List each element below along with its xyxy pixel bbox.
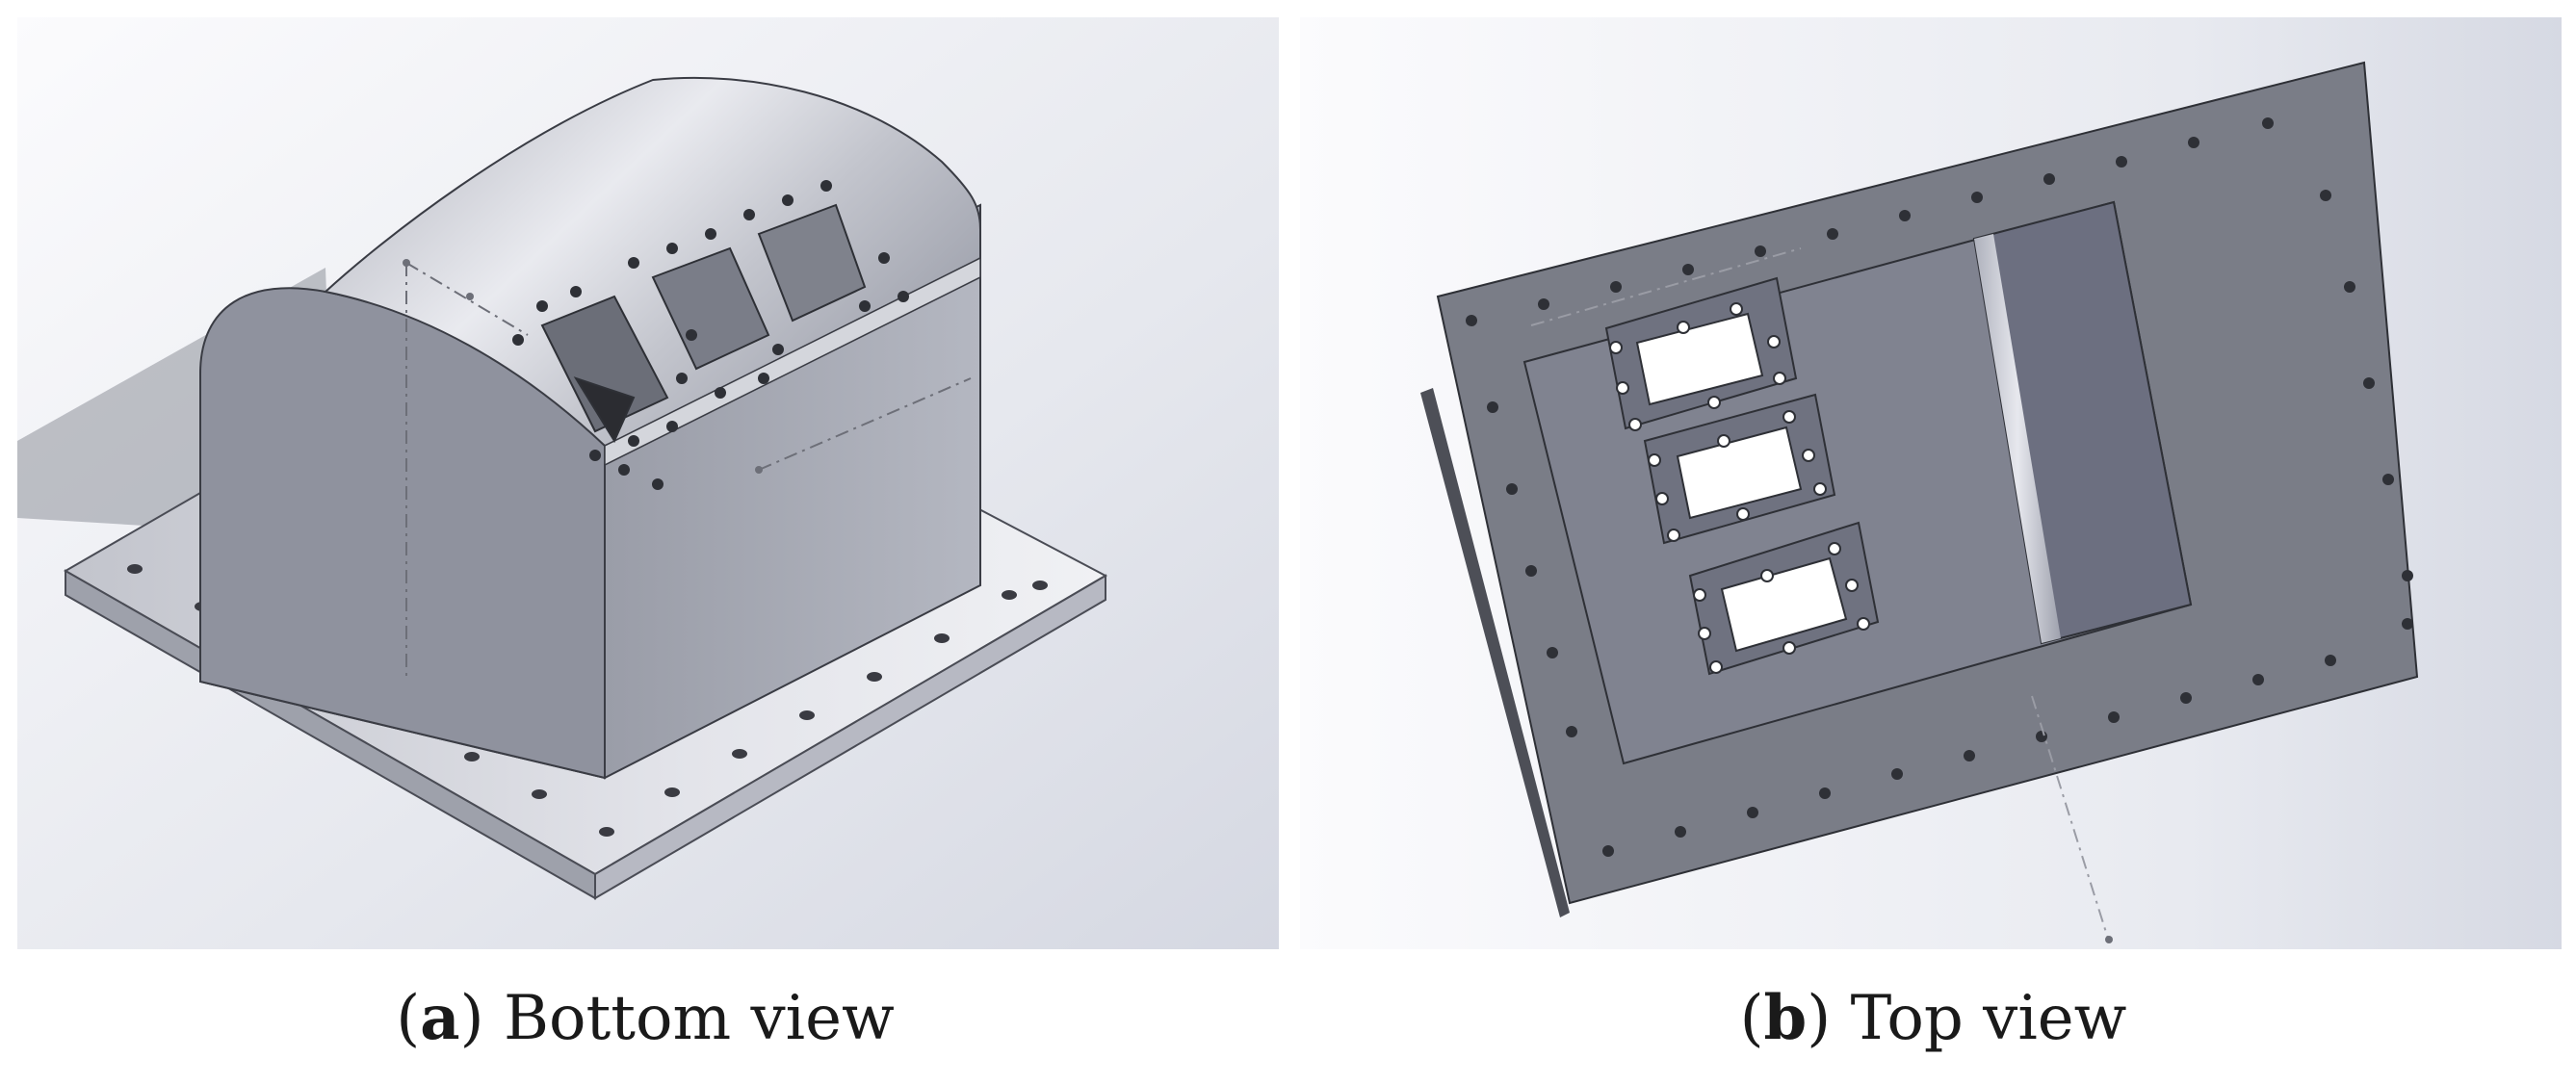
bottom-view-render [17,17,1279,949]
caption-a-text: Bottom view [503,983,895,1054]
caption-a-letter: a [420,982,460,1054]
panel-a: (a) Bottom view [0,17,1290,1054]
caption-b-close-paren: ) [1807,983,1832,1054]
caption-b-letter: b [1763,982,1808,1054]
top-view-render [1300,17,2562,949]
top-view-svg [1300,17,2562,949]
panel-b: (b) Top view [1290,0,2576,1084]
bottom-view-svg [17,17,1279,949]
caption-b-open-paren: ( [1739,983,1764,1054]
caption-b-text: Top view [1850,983,2127,1054]
caption-a: (a) Bottom view [0,982,1290,1054]
caption-b: (b) Top view [1290,982,2576,1054]
caption-a-close-paren: ) [459,983,484,1054]
caption-a-open-paren: ( [396,983,421,1054]
